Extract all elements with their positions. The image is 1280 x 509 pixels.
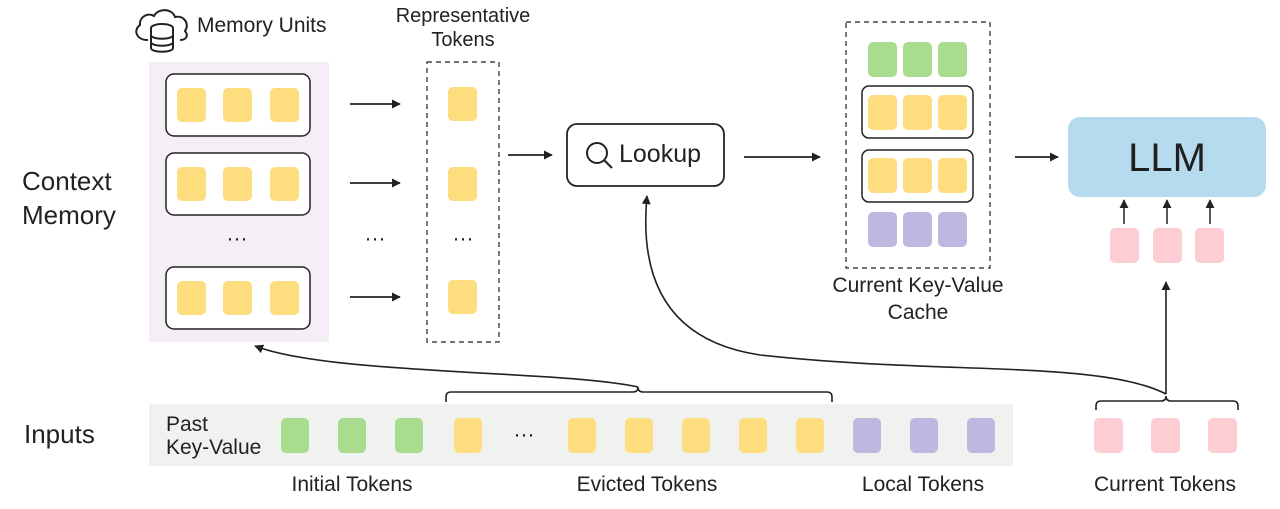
kv-cache-label: Current Key-Value Cache bbox=[832, 272, 1003, 326]
past-kv-label: Past Key-Value bbox=[166, 413, 261, 459]
memory-unit bbox=[165, 266, 311, 330]
ellipsis: ··· bbox=[452, 227, 474, 250]
kv-cache-line-1: Current Key-Value bbox=[832, 274, 1004, 297]
inputs-label: Inputs bbox=[24, 419, 95, 449]
lookup-label: Lookup bbox=[619, 140, 702, 168]
lookup-box bbox=[566, 123, 725, 187]
llm-input-tokens bbox=[1110, 228, 1224, 263]
context-memory-line-1: Context bbox=[22, 166, 112, 196]
context-memory-label: Context Memory bbox=[22, 164, 116, 232]
search-icon bbox=[586, 142, 613, 169]
llm-box bbox=[1068, 117, 1266, 197]
evicted-tokens-label: Evicted Tokens bbox=[576, 473, 718, 496]
memory-unit bbox=[165, 152, 311, 216]
evicted-tokens-group bbox=[454, 418, 824, 453]
representative-tokens-line-1: Representative bbox=[395, 5, 531, 27]
ellipsis: ··· bbox=[513, 423, 535, 446]
current-tokens-label: Current Tokens bbox=[1093, 473, 1237, 496]
kv-cache-line-2: Cache bbox=[887, 301, 949, 324]
current-brace bbox=[1095, 395, 1239, 410]
initial-tokens-label: Initial Tokens bbox=[291, 473, 413, 496]
representative-tokens-box bbox=[426, 61, 500, 343]
memory-unit bbox=[165, 73, 311, 137]
cloud-database-icon bbox=[135, 9, 188, 53]
memory-units-title: Memory Units bbox=[197, 14, 327, 37]
ellipsis: ··· bbox=[226, 227, 248, 250]
representative-token bbox=[448, 167, 477, 201]
representative-token bbox=[448, 280, 477, 314]
representative-token bbox=[448, 87, 477, 121]
cache-memory-unit bbox=[861, 85, 974, 139]
current-tokens-group bbox=[1094, 418, 1237, 453]
initial-tokens-group bbox=[281, 418, 423, 453]
kv-cache-box bbox=[845, 21, 991, 269]
cache-local-tokens bbox=[868, 212, 967, 247]
context-memory-line-2: Memory bbox=[22, 200, 116, 230]
local-tokens-label: Local Tokens bbox=[861, 473, 985, 496]
local-tokens-group bbox=[853, 418, 995, 453]
representative-tokens-label: Representative Tokens bbox=[396, 4, 531, 52]
arrow bbox=[641, 195, 1167, 395]
arrow bbox=[254, 344, 639, 388]
ellipsis: ··· bbox=[364, 227, 386, 250]
cache-memory-unit bbox=[861, 149, 974, 203]
representative-tokens-line-2: Tokens bbox=[431, 29, 495, 51]
cache-initial-tokens bbox=[868, 42, 967, 77]
evicted-brace bbox=[445, 386, 833, 402]
past-kv-line-2: Key-Value bbox=[166, 436, 262, 459]
past-kv-line-1: Past bbox=[166, 413, 209, 436]
llm-label: LLM bbox=[1128, 136, 1206, 180]
